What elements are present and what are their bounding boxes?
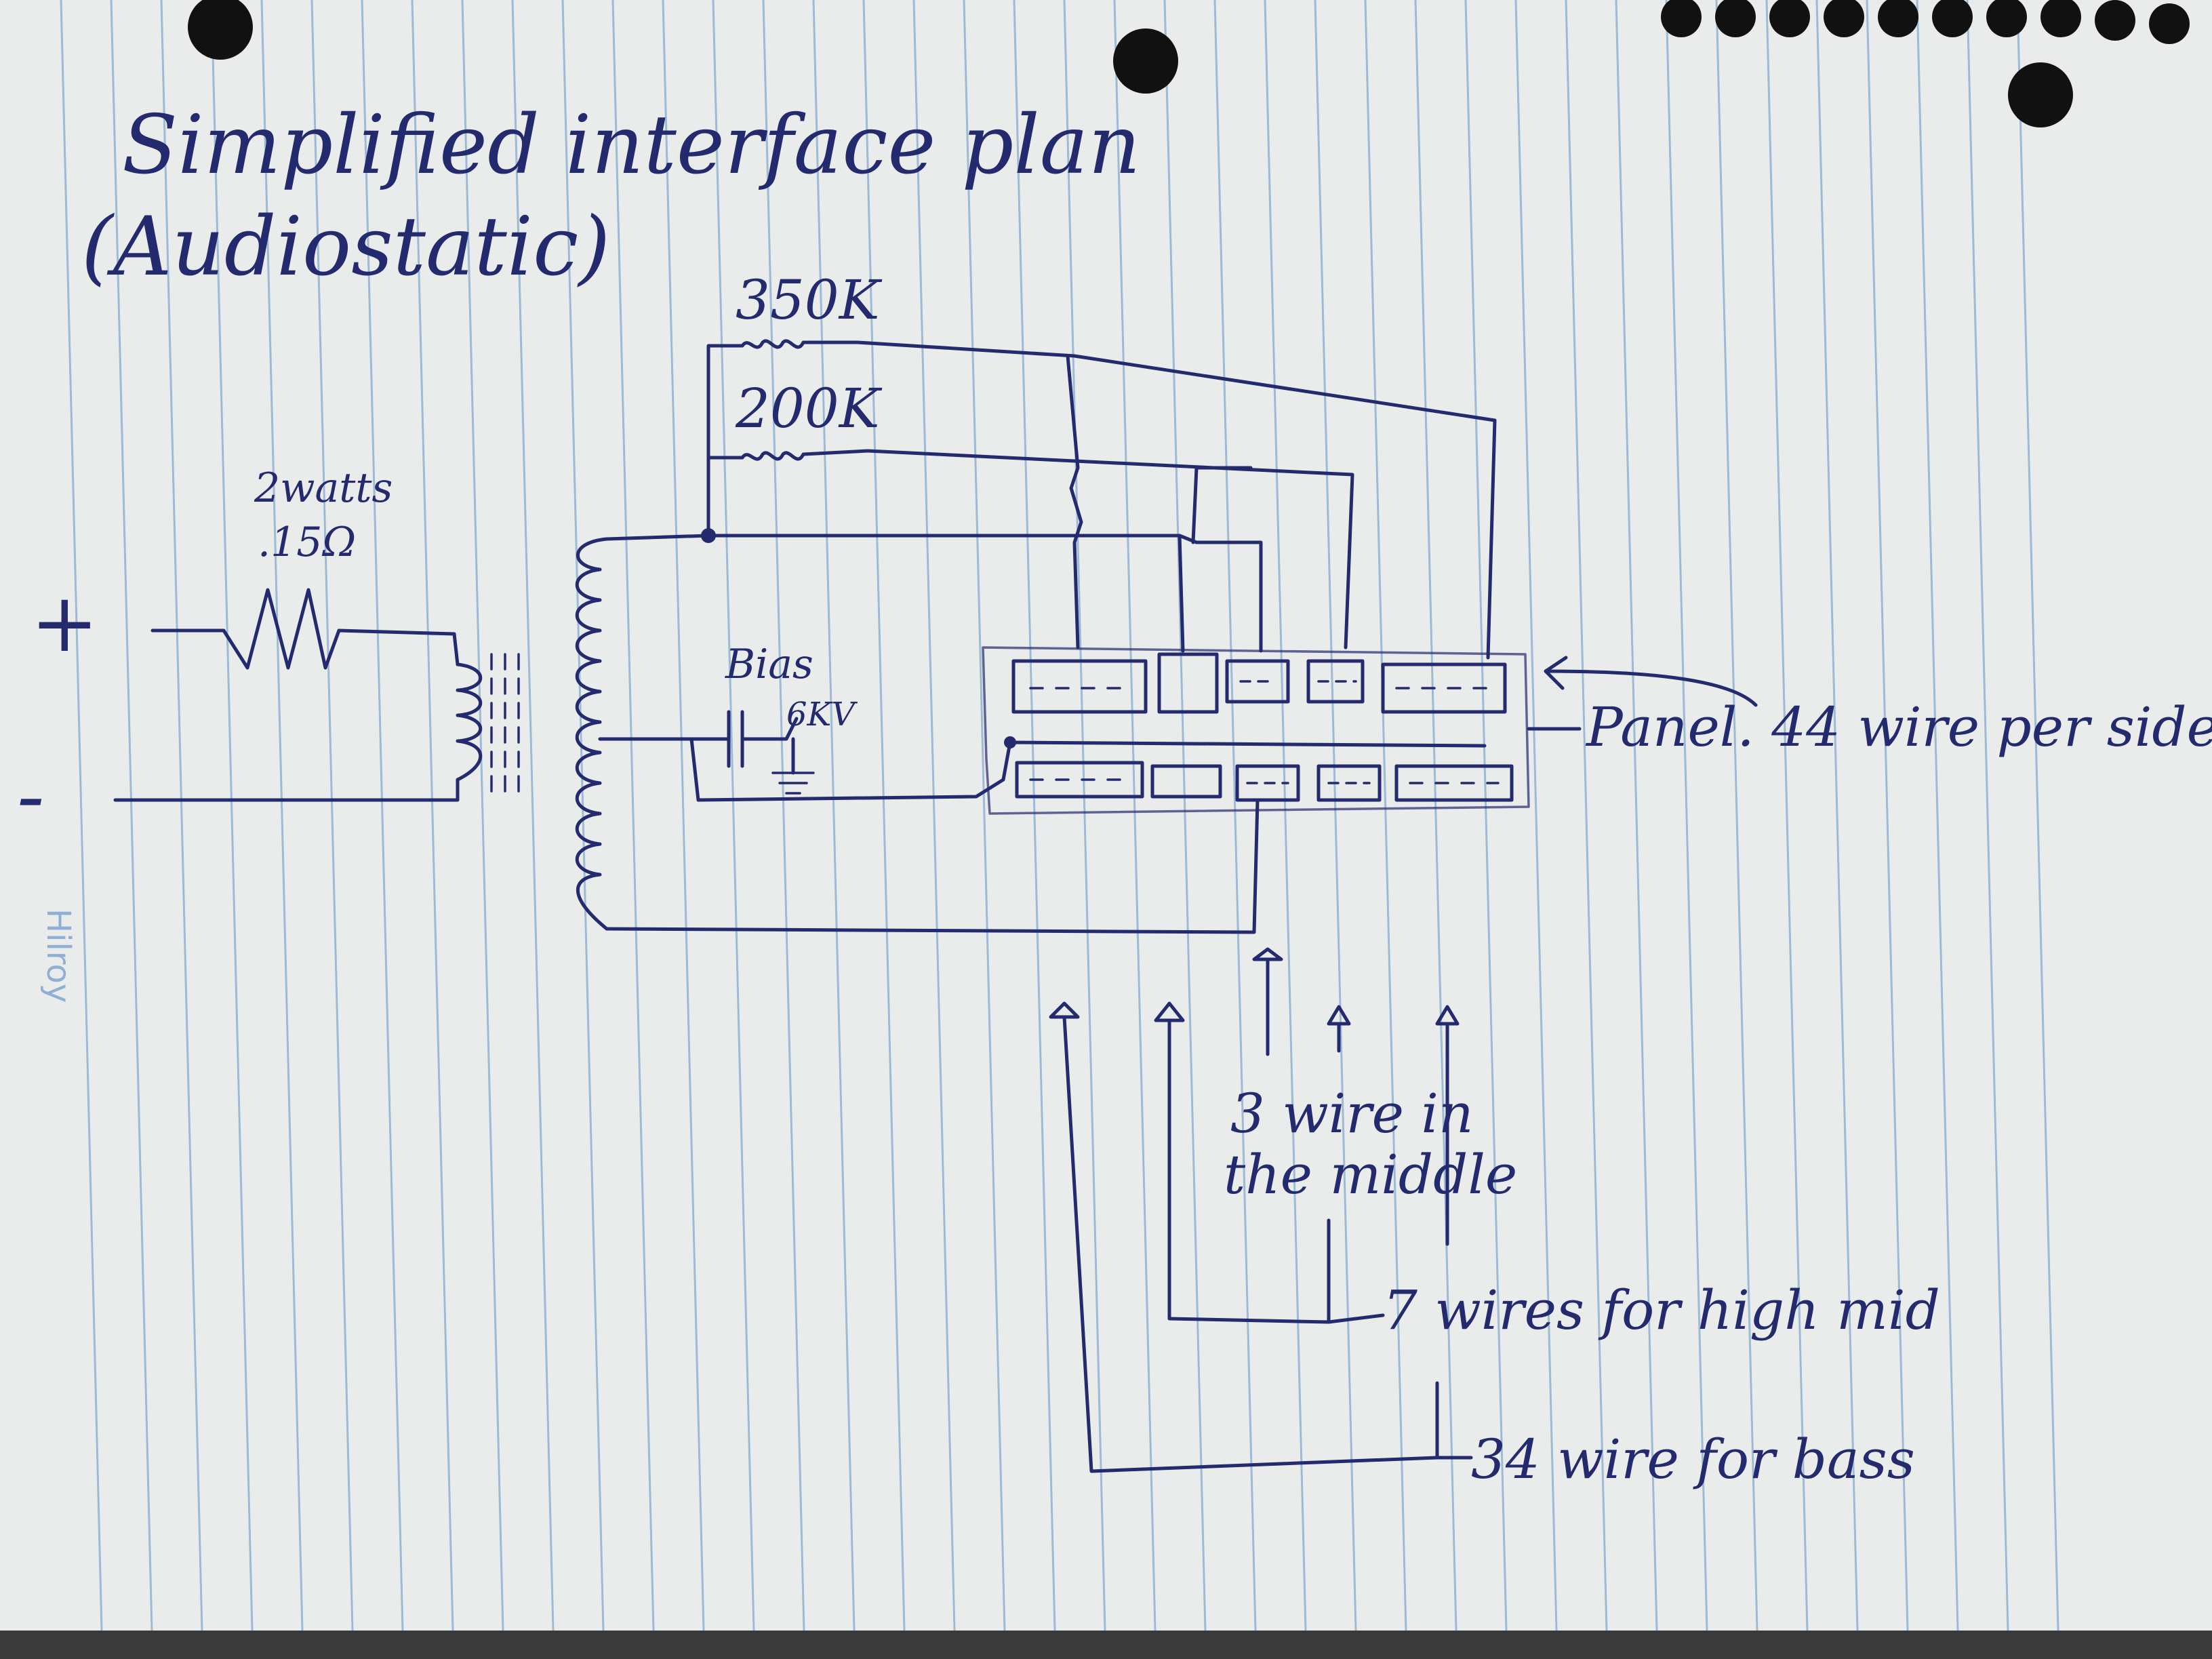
secondary-bottom-wire (605, 798, 1260, 934)
ruled-line (1013, 0, 1056, 1631)
resistor-branch-vertical (706, 344, 744, 538)
ruled-line (1665, 0, 1708, 1631)
ruled-line (862, 0, 906, 1631)
ruled-line (1966, 0, 2009, 1631)
ruled-line (1264, 0, 1307, 1631)
bias-voltage-label: 6KV (786, 696, 858, 734)
ruled-line (260, 0, 304, 1631)
ruled-line (812, 0, 856, 1631)
ruled-line (712, 0, 755, 1631)
spiral-holes (188, 0, 2190, 127)
ruled-line (210, 0, 254, 1631)
ruled-line (1565, 0, 1608, 1631)
ruled-line (662, 0, 705, 1631)
ruled-line (1615, 0, 1658, 1631)
wire-group-arrows (1049, 947, 1460, 1246)
ruled-line (1314, 0, 1357, 1631)
resistor-ohms-label: .15Ω (258, 519, 356, 566)
resistor-watts-label: 2watts (254, 464, 393, 512)
middle-wire-label-1: 3 wire in (1230, 1082, 1474, 1145)
panel-pointer-arrow (1544, 656, 1758, 707)
ruled-line (1113, 0, 1157, 1631)
ruled-line (1464, 0, 1508, 1631)
ruled-line (411, 0, 454, 1631)
input-plus-label: + (31, 576, 99, 671)
ruled-line (2016, 0, 2059, 1631)
ruled-line (511, 0, 555, 1631)
ruled-line (1414, 0, 1457, 1631)
ruled-line (1765, 0, 1809, 1631)
middle-wire-label-2: the middle (1224, 1143, 1517, 1206)
input-return-wire (113, 778, 460, 802)
ruled-line (561, 0, 605, 1631)
ruled-line (60, 0, 103, 1631)
resistor-200k-wire (866, 449, 1354, 649)
ruled-line (110, 0, 153, 1631)
ruled-line (361, 0, 404, 1631)
ruled-line (963, 0, 1006, 1631)
resistor-350k (740, 339, 860, 349)
transformer-primary-coil (456, 662, 483, 782)
panel-feed-wires (1066, 354, 1263, 653)
ruled-line (1514, 0, 1558, 1631)
panel-label: Panel. 44 wire per side (1585, 696, 2212, 759)
table-edge (0, 1631, 2212, 1659)
resistor-350k-wire (856, 340, 1497, 660)
diagram-title: Simplified interface plan (122, 98, 1141, 193)
high-mid-wires (1167, 1018, 1385, 1324)
input-minus-label: - (17, 749, 45, 843)
bias-label: Bias (725, 641, 813, 688)
ruled-line (1364, 0, 1407, 1631)
electrostatic-panel (982, 646, 1530, 815)
ruled-lines (60, 0, 2059, 1631)
bass-wires (1062, 1015, 1473, 1473)
high-mid-label: 7 wires for high mid (1383, 1279, 1940, 1342)
bias-capacitor (727, 710, 815, 795)
ruled-line (461, 0, 504, 1631)
bias-to-panel-wire (689, 737, 1487, 802)
diagram-subtitle: (Audiostatic) (81, 200, 610, 294)
series-resistor (150, 588, 460, 670)
ruled-line (762, 0, 805, 1631)
ruled-line (611, 0, 655, 1631)
ruled-line (1213, 0, 1257, 1631)
ruled-line (160, 0, 203, 1631)
hilroy-stamp: Hilroy (39, 908, 77, 1003)
ruled-line (310, 0, 354, 1631)
ruled-line (1916, 0, 1959, 1631)
ruled-line (1815, 0, 1859, 1631)
transformer-core (490, 653, 520, 798)
ruled-line (1715, 0, 1758, 1631)
bass-label: 34 wire for bass (1471, 1428, 1915, 1491)
ruled-line (1866, 0, 1909, 1631)
transformer-secondary-coil (575, 537, 609, 931)
resistor-200k (740, 449, 870, 461)
resistor-350k-label: 350K (736, 268, 883, 332)
resistor-200k-label: 200K (735, 377, 883, 440)
ruled-line (1163, 0, 1207, 1631)
ruled-line (1063, 0, 1106, 1631)
ruled-line (912, 0, 956, 1631)
